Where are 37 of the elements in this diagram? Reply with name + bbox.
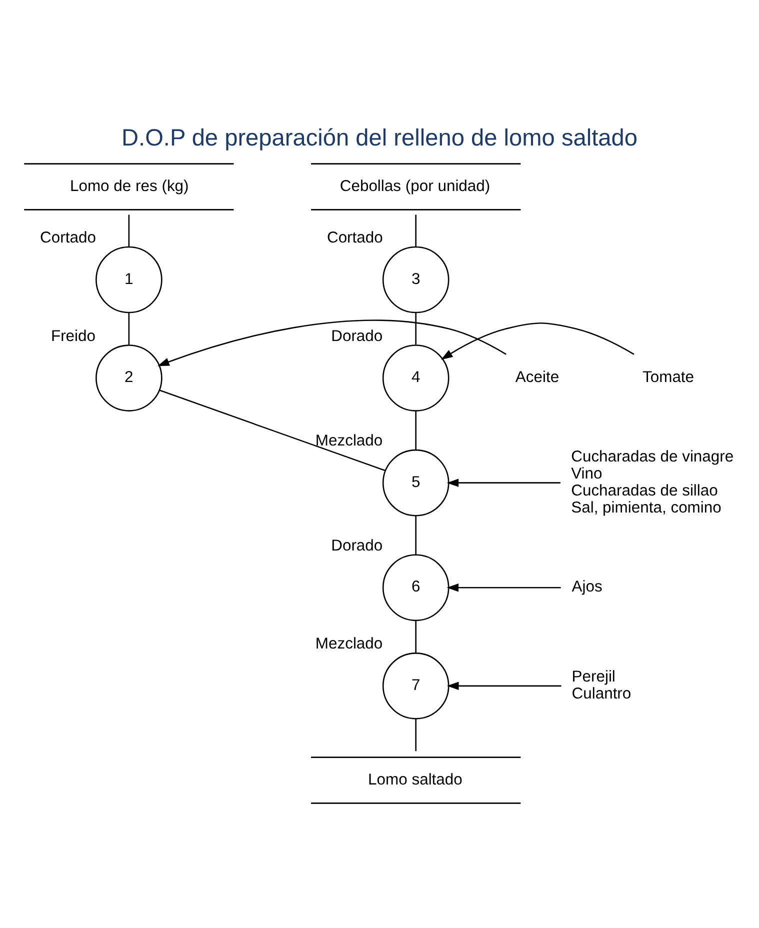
connector xyxy=(415,718,416,751)
node-label: Cortado xyxy=(40,229,96,246)
node-label: Freido xyxy=(50,327,96,344)
node-text: Lomo de res (kg) xyxy=(70,177,189,194)
connector xyxy=(415,410,416,450)
arrow xyxy=(440,322,634,360)
arrow xyxy=(157,319,506,366)
diagram-title: D.O.P de preparación del relleno de lomo saltado xyxy=(122,124,638,150)
connector xyxy=(415,214,416,246)
node-text: Ajos xyxy=(572,578,602,596)
node-label: Mezclado xyxy=(315,635,383,652)
arrow xyxy=(446,583,561,592)
arrow xyxy=(446,681,562,690)
connector xyxy=(128,214,130,246)
node-label: Dorado xyxy=(331,327,383,344)
node-text: Lomo saltado xyxy=(368,770,462,788)
connector xyxy=(415,515,416,554)
node-text: Aceite xyxy=(515,368,560,386)
node-label: Mezclado xyxy=(315,432,383,450)
node-text: Tomate xyxy=(642,368,694,386)
node-text: Cucharadas de vinagre Vino Cucharadas de sillao Sal, pimienta, comino xyxy=(571,448,734,516)
connector xyxy=(415,312,416,344)
node-text: Perejil Culantro xyxy=(572,668,632,702)
connector xyxy=(415,620,416,652)
node-circle: 6 xyxy=(382,554,450,621)
node-text: Cebollas (por unidad) xyxy=(340,177,490,194)
node-circle: 4 xyxy=(382,344,450,411)
connector xyxy=(128,312,130,344)
node-circle: 3 xyxy=(382,246,450,313)
node-circle: 1 xyxy=(96,246,162,313)
node-label: Dorado xyxy=(331,536,383,554)
node-circle: 5 xyxy=(382,448,450,516)
node-circle: 7 xyxy=(382,652,450,719)
connector xyxy=(159,389,386,471)
arrow xyxy=(446,478,560,486)
node-label: Cortado xyxy=(326,229,383,246)
node-circle: 2 xyxy=(96,344,162,411)
